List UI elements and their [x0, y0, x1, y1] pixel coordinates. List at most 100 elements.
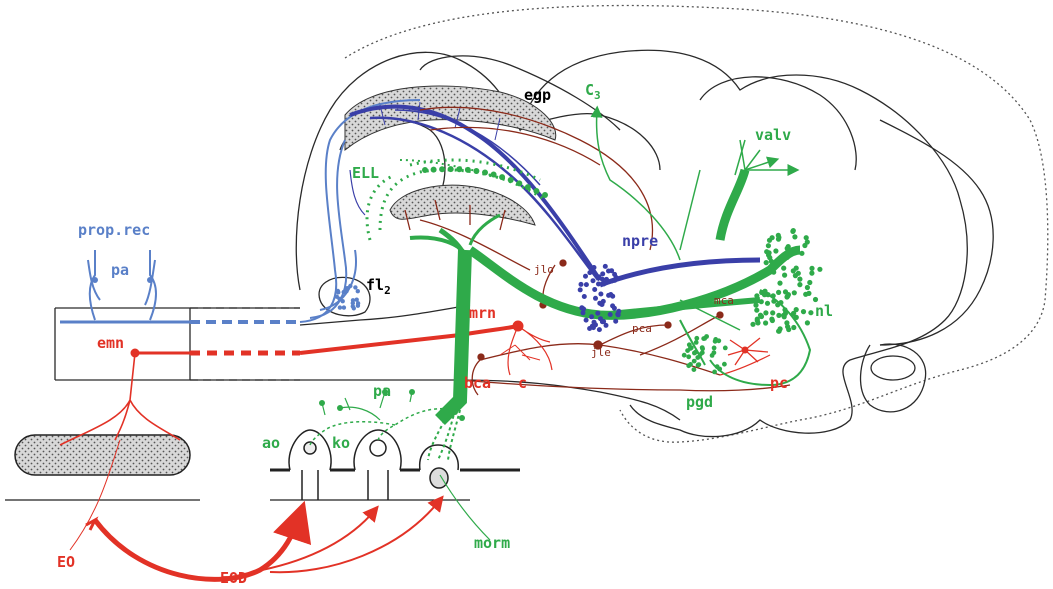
- cell-dot: [608, 312, 613, 317]
- cell-dot: [613, 319, 618, 324]
- label-emn: emn: [97, 334, 124, 352]
- cell-dot: [715, 364, 720, 369]
- cell-dot: [351, 301, 355, 305]
- cell-dot: [604, 323, 609, 328]
- cell-dot: [802, 243, 807, 248]
- cell-dot: [796, 271, 801, 276]
- cell-dot: [692, 359, 697, 364]
- ell-cell-dot: [473, 168, 479, 174]
- cell-dot: [765, 301, 770, 306]
- cell-dot: [578, 287, 583, 292]
- label-jlo: jlo: [534, 263, 554, 276]
- cell-dot: [606, 269, 611, 274]
- cell-dot: [692, 367, 697, 372]
- cell-dot: [759, 299, 764, 304]
- label-eo: EO: [57, 553, 75, 571]
- cell-dot: [777, 281, 782, 286]
- cell-dot: [793, 247, 798, 252]
- cell-dot: [580, 306, 585, 311]
- cell-dot: [694, 336, 699, 341]
- cell-dot: [608, 292, 613, 297]
- cell-dot: [342, 305, 346, 309]
- cell-dot: [610, 278, 615, 283]
- receptor-ao: [289, 430, 331, 500]
- cell-dot: [579, 282, 584, 287]
- cell-dot: [776, 233, 781, 238]
- cell-dot: [593, 296, 598, 301]
- cell-dot: [753, 303, 758, 308]
- cell-dot: [345, 286, 349, 290]
- cell-dot: [710, 353, 715, 358]
- ell-cell-dot: [431, 167, 437, 173]
- cell-dot: [773, 248, 778, 253]
- cell-dot: [785, 246, 790, 251]
- cell-dot: [688, 346, 693, 351]
- cell-dot: [352, 306, 356, 310]
- cell-dot: [341, 299, 345, 303]
- cell-dot: [616, 312, 621, 317]
- ell-cell-dot: [508, 177, 514, 183]
- cell-dot: [790, 312, 795, 317]
- label-pc: pc: [770, 374, 788, 392]
- cell-dot: [803, 292, 808, 297]
- ell-cell-dot: [499, 174, 505, 180]
- label-c: c: [518, 374, 527, 392]
- cell-dot: [809, 266, 814, 271]
- label-nl: nl: [815, 302, 833, 320]
- cell-dot: [612, 306, 617, 311]
- cell-dot: [698, 352, 703, 357]
- cell-dot: [757, 275, 762, 280]
- cell-dot: [755, 317, 760, 322]
- cell-dot: [767, 255, 772, 260]
- cell-dot: [693, 350, 698, 355]
- pgd-cluster: [682, 334, 728, 374]
- cell-dot: [805, 285, 810, 290]
- cell-dot: [754, 293, 759, 298]
- label-egp: egp: [524, 86, 551, 104]
- cell-dot: [700, 345, 705, 350]
- cell-dot: [688, 362, 693, 367]
- cell-dot: [771, 270, 776, 275]
- cell-dot: [583, 274, 588, 279]
- cell-dot: [342, 290, 346, 294]
- cell-dot: [767, 238, 772, 243]
- cell-dot: [771, 293, 776, 298]
- nl-cluster: [750, 228, 822, 334]
- cell-dot: [581, 310, 586, 315]
- inferior-lobe: [871, 356, 915, 380]
- label-jle: jle: [591, 346, 611, 359]
- cell-dot: [716, 338, 721, 343]
- ell-cell-dot: [533, 188, 539, 194]
- ell-cell-dot: [516, 180, 522, 186]
- cell-dot: [694, 340, 699, 345]
- cell-dot: [808, 310, 813, 315]
- receptor-morm: [420, 445, 459, 488]
- cell-dot: [356, 289, 360, 293]
- cell-dot: [782, 314, 787, 319]
- label-bca: bca: [464, 374, 491, 392]
- cell-dot: [353, 285, 357, 289]
- cell-dot: [584, 282, 589, 287]
- receptor-ko: [354, 430, 401, 500]
- cell-dot: [762, 289, 767, 294]
- cell-dot: [335, 295, 339, 299]
- cell-dot: [603, 264, 608, 269]
- cell-dot: [776, 290, 781, 295]
- ell-cell-dot: [448, 166, 454, 172]
- cell-dot: [805, 320, 810, 325]
- cell-dot: [792, 234, 797, 239]
- cell-dot: [763, 320, 768, 325]
- cell-dot: [598, 316, 603, 321]
- cell-dot: [776, 329, 781, 334]
- cell-dot: [682, 353, 687, 358]
- cell-dot: [782, 273, 787, 278]
- ell-cell-dot: [542, 192, 548, 198]
- label-morm: morm: [474, 534, 510, 552]
- cell-dot: [766, 243, 771, 248]
- electrosensory-pathway: [310, 110, 810, 540]
- cell-dot: [336, 290, 340, 294]
- cell-dot: [776, 313, 781, 318]
- cell-dot: [587, 326, 592, 331]
- cell-dot: [750, 322, 755, 327]
